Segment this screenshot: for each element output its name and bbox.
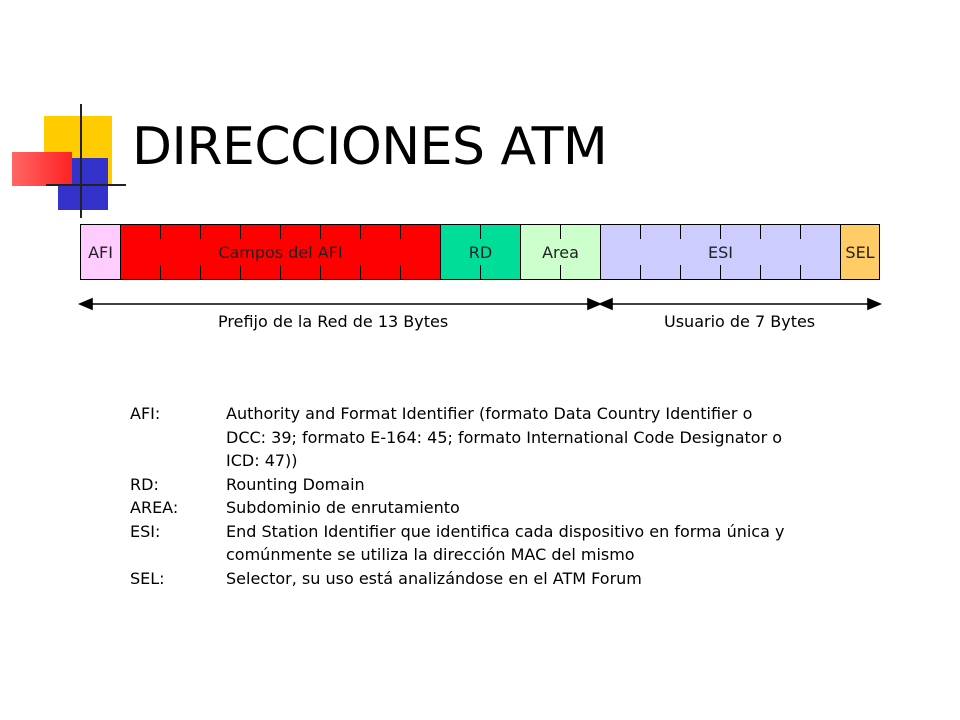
definition-row: SEL: Selector, su uso está analizándose e… [130,567,830,591]
definition-description: End Station Identifier que identifica ca… [226,520,830,567]
definition-term: SEL: [130,568,165,588]
byte-divider-tick [160,265,161,279]
definition-line: End Station Identifier que identifica ca… [226,521,785,541]
field-rd: RD [440,224,521,280]
definition-line: Rounting Domain [226,474,365,494]
field-label: SEL [845,242,875,262]
byte-divider-tick [680,265,681,279]
byte-divider-tick [640,265,641,279]
byte-divider-tick [280,225,281,239]
byte-divider-tick [280,265,281,279]
byte-divider-tick [480,265,481,279]
definition-description: Subdominio de enrutamiento [226,496,830,520]
byte-divider-tick [360,225,361,239]
byte-divider-tick [680,225,681,239]
user-arrow-right-head [867,297,883,311]
definition-term: AREA: [130,498,179,517]
field-sel: SEL [840,224,880,280]
byte-divider-tick [480,225,481,239]
definition-row: AREA: Subdominio de enrutamiento [130,496,830,520]
byte-divider-tick [200,225,201,239]
decor-red-square [12,152,72,186]
byte-divider-tick [560,225,561,239]
definition-term: ESI: [130,521,161,541]
prefix-label: Prefijo de la Red de 13 Bytes [218,312,449,331]
field-esi: ESI [600,224,841,280]
byte-divider-tick [320,225,321,239]
field-label: ESI [708,242,733,262]
byte-divider-tick [760,265,761,279]
prefix-arrow-right-head [587,297,603,311]
definition-line: Authority and Format Identifier (formato… [226,404,753,423]
decor-horizontal-line [46,184,126,186]
field-area: Area [520,224,601,280]
byte-divider-tick [240,265,241,279]
byte-divider-tick [400,265,401,279]
byte-divider-tick [400,225,401,239]
definition-line: DCC: 39; formato E-164: 45; formato Inte… [226,427,783,447]
definition-description: Selector, su uso está analizándose en el… [226,567,830,591]
definition-term: RD: [130,474,159,494]
byte-divider-tick [560,265,561,279]
byte-divider-tick [160,225,161,239]
user-arrow-left-head [597,297,613,311]
byte-divider-tick [720,225,721,239]
definition-row: AFI: Authority and Format Identifier (for… [130,402,830,473]
byte-divider-tick [320,265,321,279]
user-label: Usuario de 7 Bytes [664,312,816,331]
definition-description: Rounting Domain [226,473,830,497]
byte-divider-tick [360,265,361,279]
byte-divider-tick [800,265,801,279]
field-afi: AFI [80,224,121,280]
definition-line: ICD: 47)) [226,451,298,470]
byte-divider-tick [760,225,761,239]
definition-row: ESI: End Station Identifier que identific… [130,520,830,567]
field-label: Campos del AFI [218,242,343,262]
byte-divider-tick [200,265,201,279]
definition-term: AFI: [130,404,161,423]
decor-vertical-line [80,104,82,218]
atm-address-bar: AFI Campos del AFI RD Area ESI SEL [80,224,880,280]
field-label: RD [468,242,493,262]
definition-line: Selector, su uso está analizándose en el… [226,568,642,588]
prefix-arrow-left-head [77,297,93,311]
definitions-list: AFI: Authority and Format Identifier (for… [130,402,830,590]
field-label: AFI [88,242,113,262]
byte-divider-tick [720,265,721,279]
definition-row: RD: Rounting Domain [130,473,830,497]
definition-line: Subdominio de enrutamiento [226,498,460,517]
field-label: Area [542,242,579,262]
byte-divider-tick [240,225,241,239]
definition-line: comúnmente se utiliza la dirección MAC d… [226,545,635,564]
byte-divider-tick [640,225,641,239]
byte-divider-tick [800,225,801,239]
field-campos-del-afi: Campos del AFI [120,224,441,280]
page-title: DIRECCIONES ATM [132,117,608,177]
definition-description: Authority and Format Identifier (formato… [226,402,830,473]
